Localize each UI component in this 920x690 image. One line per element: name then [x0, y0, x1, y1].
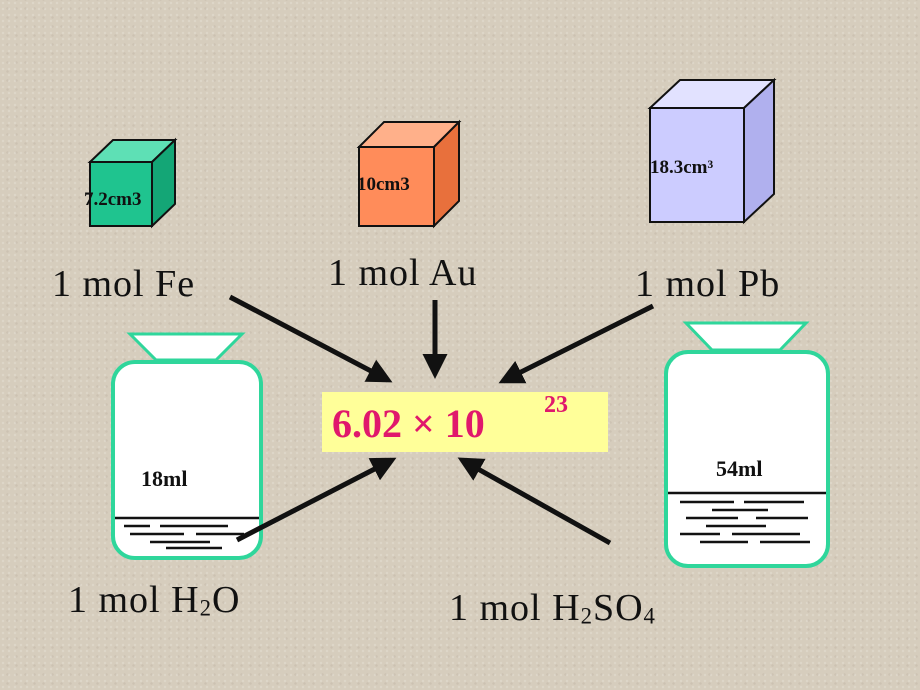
- pb-cube: [647, 77, 777, 225]
- fe-volume-label: 7.2cm3: [84, 189, 142, 210]
- fe-mol-label: 1 mol Fe: [52, 263, 196, 305]
- arrow-pb: [498, 303, 655, 384]
- arrow-h2so4: [457, 457, 612, 546]
- h2o-mol-label: 1 mol H2O: [68, 579, 241, 621]
- water-volume-label: 18ml: [141, 466, 188, 491]
- au-cube: [356, 119, 462, 229]
- water-level-lines: [115, 516, 259, 550]
- sulfuric-acid-bottle: [664, 321, 830, 568]
- au-volume-label: 10cm3: [357, 174, 410, 195]
- avogadro-exponent: 23: [544, 392, 568, 418]
- pb-volume-label: 18.3cm³: [650, 157, 714, 178]
- fe-cube: [87, 137, 178, 229]
- pb-mol-label: 1 mol Pb: [635, 263, 781, 305]
- arrow-fe: [228, 294, 393, 383]
- avogadro-number: 6.02 × 10: [332, 401, 485, 446]
- h2so4-mol-label: 1 mol H2SO4: [449, 587, 656, 629]
- au-mol-label: 1 mol Au: [328, 252, 478, 294]
- water-bottle: [111, 332, 263, 560]
- acid-level-lines: [668, 491, 826, 544]
- arrows: [228, 294, 655, 546]
- arrow-h2o: [235, 457, 397, 543]
- avogadro-box: [322, 392, 608, 452]
- acid-volume-label: 54ml: [716, 456, 763, 481]
